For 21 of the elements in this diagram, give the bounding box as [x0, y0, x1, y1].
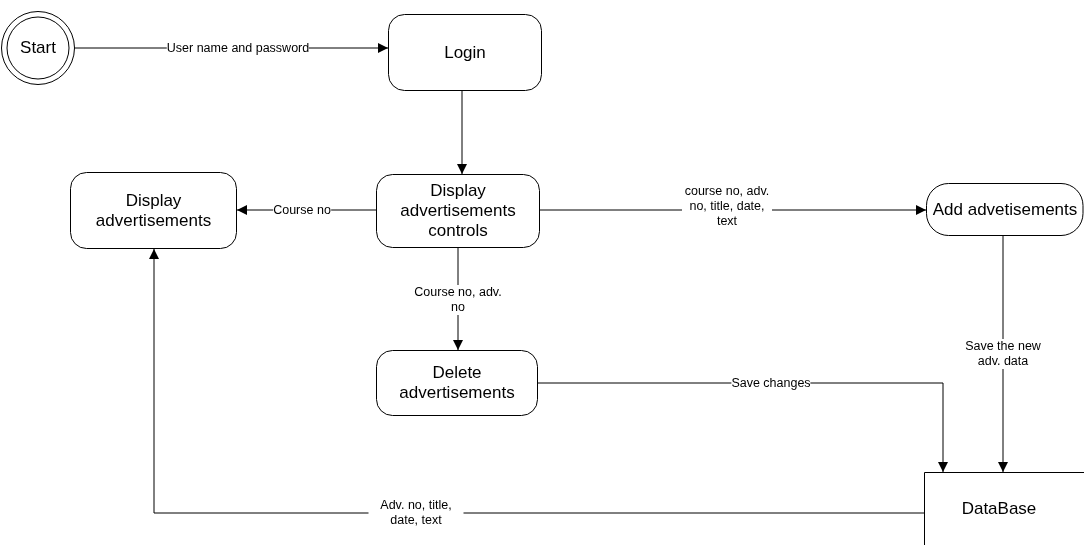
node-label: Display advertisements controls: [399, 181, 517, 241]
node-label: Add advetisements: [932, 199, 1078, 220]
process-box: [926, 183, 1084, 236]
process-box: [376, 174, 540, 248]
start-circle: [1, 11, 75, 85]
edge-label: Adv. no, title, date, text: [368, 498, 464, 528]
edge-label: Save changes: [731, 375, 811, 391]
arrow: [998, 235, 1008, 473]
edge-label: User name and password: [166, 40, 310, 56]
edge-label: Save the new adv. data: [962, 339, 1044, 369]
data-store: [924, 472, 1084, 545]
node-label: Display advertisements: [94, 190, 213, 231]
process-box: [70, 172, 237, 249]
node-label: Start: [20, 38, 56, 58]
process-box: [388, 14, 542, 91]
node-label: Delete advertisements: [398, 363, 516, 403]
arrow: [149, 248, 925, 514]
node-label: Login: [444, 42, 486, 63]
node-label: DataBase: [961, 498, 1037, 519]
process-box: [376, 350, 538, 416]
arrow: [457, 90, 467, 175]
